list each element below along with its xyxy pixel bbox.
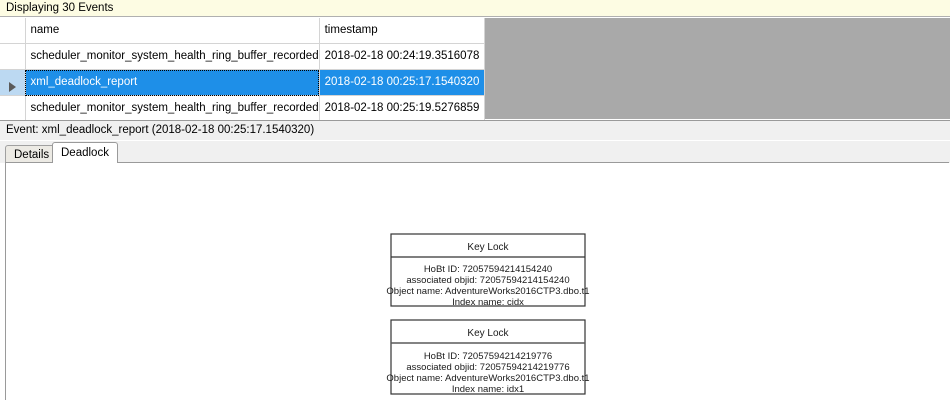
- node-top-resource[interactable]: Key Lock HoBt ID: 72057594214154240 asso…: [386, 233, 590, 308]
- table-row[interactable]: scheduler_monitor_system_health_ring_buf…: [0, 43, 485, 70]
- cell-name[interactable]: scheduler_monitor_system_health_ring_buf…: [25, 95, 320, 122]
- cell-timestamp[interactable]: 2018-02-18 00:25:19.5276859: [319, 95, 485, 122]
- bottom-resource-box[interactable]: [390, 319, 586, 395]
- top-resource-title: Key Lock: [467, 242, 509, 253]
- top-resource-line-1: HoBt ID: 72057594214154240: [424, 264, 552, 275]
- row-selector-cell[interactable]: [0, 43, 26, 70]
- current-row-arrow-icon: [9, 81, 16, 92]
- top-resource-line-4: Index name: cidx: [452, 297, 524, 308]
- top-resource-line-2: associated objid: 72057594214154240: [406, 275, 569, 286]
- cell-name[interactable]: scheduler_monitor_system_health_ring_buf…: [25, 43, 320, 70]
- cell-timestamp[interactable]: 2018-02-18 00:25:17.1540320: [319, 69, 485, 96]
- top-resource-box[interactable]: [390, 233, 586, 307]
- tab-strip: Details Deadlock: [0, 141, 950, 163]
- column-header-name[interactable]: name: [25, 18, 320, 44]
- column-header-selector[interactable]: [0, 18, 26, 44]
- bottom-resource-line-1: HoBt ID: 72057594214219776: [424, 351, 552, 362]
- top-resource-line-3: Object name: AdventureWorks2016CTP3.dbo.…: [386, 286, 589, 297]
- displaying-events-label: Displaying 30 Events: [6, 2, 114, 14]
- table-row[interactable]: scheduler_monitor_system_health_ring_buf…: [0, 95, 485, 122]
- bottom-resource-title: Key Lock: [467, 328, 509, 339]
- cell-timestamp[interactable]: 2018-02-18 00:24:19.3516078: [319, 43, 485, 70]
- bottom-resource-line-3: Object name: AdventureWorks2016CTP3.dbo.…: [386, 373, 589, 384]
- events-table: name timestamp scheduler_monitor_system_…: [0, 18, 485, 122]
- cell-name[interactable]: xml_deadlock_report: [25, 69, 320, 96]
- bottom-resource-line-2: associated objid: 72057594214219776: [406, 362, 569, 373]
- events-grid[interactable]: name timestamp scheduler_monitor_system_…: [0, 18, 950, 122]
- deadlock-graph-canvas[interactable]: Request Mode: S Owner Mode: X Owner Mode…: [5, 162, 949, 400]
- table-header-row: name timestamp: [0, 18, 485, 44]
- deadlock-graph-svg: Request Mode: S Owner Mode: X Owner Mode…: [386, 233, 590, 395]
- table-row[interactable]: xml_deadlock_report 2018-02-18 00:25:17.…: [0, 69, 485, 96]
- row-selector-cell[interactable]: [0, 69, 26, 96]
- tab-deadlock[interactable]: Deadlock: [52, 142, 118, 163]
- column-header-timestamp[interactable]: timestamp: [319, 18, 485, 44]
- node-bottom-resource[interactable]: Key Lock HoBt ID: 72057594214219776 asso…: [386, 319, 590, 395]
- bottom-resource-line-4: Index name: idx1: [452, 384, 524, 395]
- row-selector-cell[interactable]: [0, 95, 26, 122]
- event-header-label: Event: xml_deadlock_report (2018-02-18 0…: [6, 124, 315, 136]
- tab-details[interactable]: Details: [5, 145, 59, 163]
- displaying-events-banner: Displaying 30 Events: [0, 0, 950, 17]
- event-header-bar: Event: xml_deadlock_report (2018-02-18 0…: [0, 120, 950, 140]
